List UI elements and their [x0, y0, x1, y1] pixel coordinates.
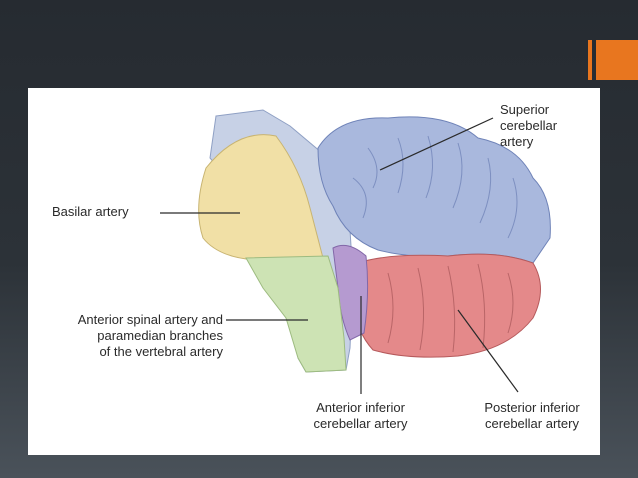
- label-anterior-spinal-artery: Anterior spinal artery and paramedian br…: [77, 312, 223, 359]
- posterior-inferior-region: [355, 253, 541, 358]
- posterior-inferior-folia: [387, 263, 514, 353]
- label-anterior-inferior-cerebellar-artery: Anterior inferior cerebellar artery: [313, 400, 408, 431]
- label-basilar-artery: Basilar artery: [52, 204, 129, 219]
- title-accent-bar: [588, 40, 638, 80]
- superior-folia: [352, 135, 518, 239]
- anterior-spinal-region: [245, 255, 347, 373]
- label-posterior-inferior-cerebellar-artery: Posterior inferior cerebellar artery: [484, 400, 580, 431]
- leader-lines: [160, 117, 519, 394]
- accent-bar-thick: [596, 40, 638, 80]
- diagram-panel: Superior cerebellar artery Basilar arter…: [28, 88, 600, 455]
- superior-cerebellar-region: [317, 116, 551, 264]
- label-superior-cerebellar-artery: Superior cerebellar artery: [500, 102, 558, 149]
- cerebellum-artery-diagram: [160, 109, 551, 394]
- accent-bar-thin: [588, 40, 592, 80]
